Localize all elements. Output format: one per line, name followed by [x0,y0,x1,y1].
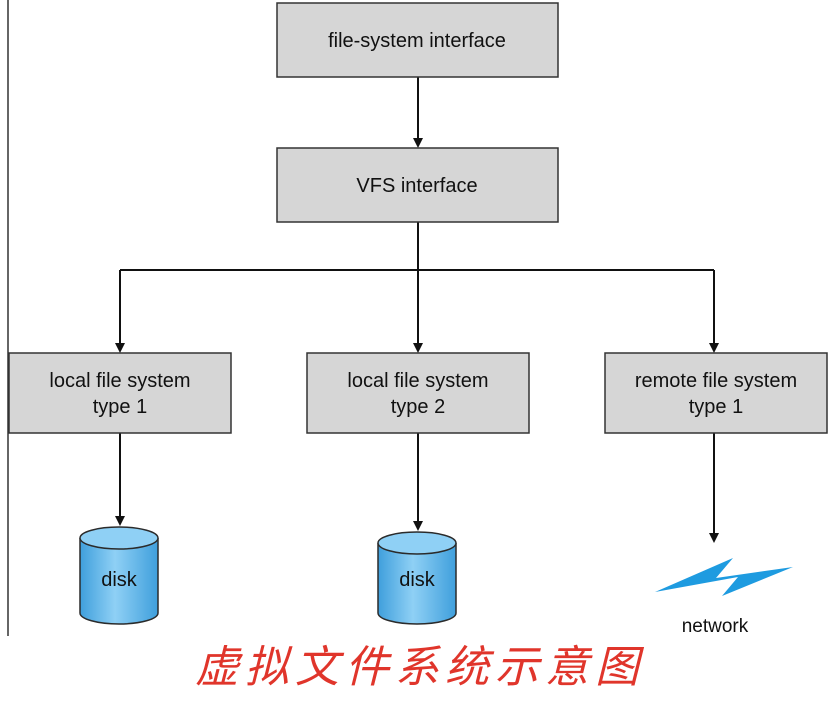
diagram-caption: 虚拟文件系统示意图 [195,642,645,693]
disk-icon: disk [79,526,159,625]
network-bolt-icon: network [655,558,793,637]
node-fs-interface-label: file-system interface [328,30,506,52]
node-remote-fs-1-line2: type 1 [689,396,743,418]
node-local-fs-2-line1: local file system [347,370,488,392]
network-label: network [682,616,749,637]
disk-1-label: disk [101,569,138,591]
node-local-fs-1: local file system type 1 [8,352,232,434]
node-local-fs-1-line1: local file system [49,370,190,392]
node-local-fs-2-line2: type 2 [391,396,445,418]
disk-icon: disk [377,531,457,625]
node-vfs-interface-label: VFS interface [356,175,477,197]
disk-2-label: disk [399,569,436,591]
connectors [115,77,719,543]
node-local-fs-1-line2: type 1 [93,396,147,418]
node-remote-fs-1-line1: remote file system [635,370,797,392]
node-vfs-interface: VFS interface [276,147,559,223]
node-remote-fs-1: remote file system type 1 [604,352,828,434]
node-fs-interface: file-system interface [276,2,559,78]
node-local-fs-2: local file system type 2 [306,352,530,434]
